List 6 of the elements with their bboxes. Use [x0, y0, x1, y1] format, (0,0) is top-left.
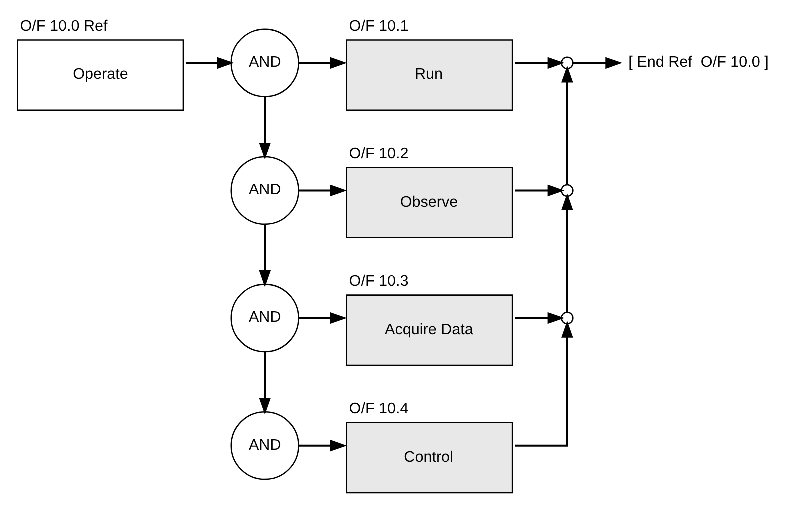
node-label: O/F 10.3	[348, 272, 408, 290]
node-label: O/F 10.1	[348, 18, 408, 35]
node-label: O/F 10.0 Ref	[20, 18, 108, 35]
node-label: O/F 10.4	[348, 400, 408, 418]
node-label: O/F 10.2	[348, 145, 408, 162]
node-text: [ End Ref O/F 10.0 ]	[628, 54, 768, 72]
